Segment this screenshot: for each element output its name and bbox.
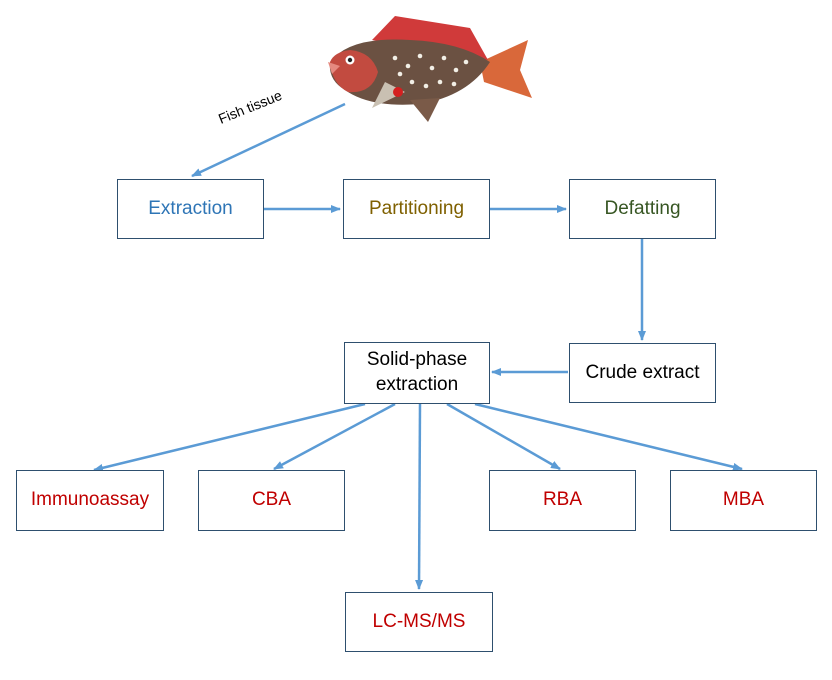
partitioning-label: Partitioning: [368, 197, 465, 219]
fish-icon: [328, 16, 532, 122]
arrow-spe-to-cba: [273, 402, 396, 471]
partitioning-box: Partitioning: [343, 179, 490, 239]
immunoassay-label: Immunoassay: [30, 489, 150, 511]
lc-ms-ms-box: LC-MS/MS: [345, 592, 493, 652]
rba-label: RBA: [542, 489, 583, 511]
crude-extract-label: Crude extract: [585, 361, 700, 383]
arrow-spe-to-rba: [446, 402, 561, 471]
defatting-box: Defatting: [569, 179, 716, 239]
immunoassay-box: Immunoassay: [16, 470, 164, 531]
rba-box: RBA: [489, 470, 636, 531]
extraction-box: Extraction: [117, 179, 264, 239]
lc-ms-ms-label: LC-MS/MS: [372, 610, 466, 632]
arrow-spe-to-immunoassay: [93, 402, 366, 472]
mba-label: MBA: [722, 489, 765, 511]
extraction-label: Extraction: [148, 197, 233, 219]
arrow-fish-to-extraction: [191, 102, 346, 178]
crude-extract-box: Crude extract: [569, 343, 716, 403]
defatting-label: Defatting: [604, 197, 681, 219]
mba-box: MBA: [670, 470, 817, 531]
cba-box: CBA: [198, 470, 345, 531]
cba-label: CBA: [251, 489, 292, 511]
solid-phase-extraction-label: Solid-phase extraction: [366, 349, 468, 395]
solid-phase-extraction-box: Solid-phase extraction: [344, 342, 490, 404]
arrow-spe-to-lcms: [415, 403, 424, 590]
arrow-spe-to-mba: [474, 402, 743, 471]
